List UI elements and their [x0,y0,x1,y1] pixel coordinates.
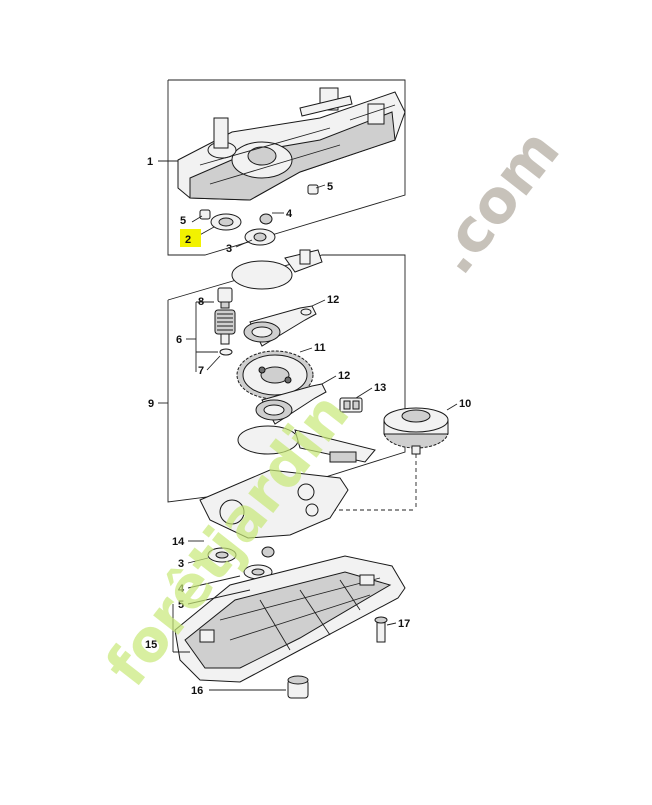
small-parts-top [199,184,319,246]
callout-8: 8 [198,296,204,308]
callout-14: 14 [172,536,185,548]
small-parts-bottom [207,546,275,580]
callout-13: 13 [374,382,386,394]
callout-12-upper: 12 [327,294,339,306]
drive-gear [332,407,449,511]
callout-2: 2 [185,234,191,246]
callout-15: 15 [145,639,157,651]
watermark-right: .com [419,116,574,287]
callout-12-lower: 12 [338,370,350,382]
crank-arm-upper [243,305,317,347]
leader-lines [158,160,458,691]
frame-group-1 [167,79,406,256]
gasket [199,469,349,539]
callout-5-left: 5 [180,215,186,227]
highlight-box [180,229,201,247]
callout-16: 16 [191,685,203,697]
callout-labels: 1 2 3 4 5 5 6 7 8 9 10 11 12 12 13 14 3 … [145,156,471,697]
callout-3-top: 3 [226,243,232,255]
callout-11: 11 [314,342,326,354]
callout-4-top: 4 [286,208,293,220]
pinion-assembly [214,287,236,356]
bottom-fasteners [287,616,388,699]
callout-6: 6 [176,334,182,346]
callout-4-bottom: 4 [178,583,185,595]
upper-housing [177,87,406,201]
callout-5-bottom: 5 [178,599,184,611]
callout-5-right: 5 [327,181,333,193]
clip-part [339,397,363,413]
callout-1: 1 [147,156,153,168]
crank-arm-lower [255,383,327,425]
large-gear [236,350,314,400]
lower-housing [174,555,406,683]
callout-3-bottom: 3 [178,558,184,570]
callout-10: 10 [459,398,471,410]
callout-9: 9 [148,398,154,410]
gear-plate-top [231,249,323,290]
callout-17: 17 [398,618,410,630]
callout-7: 7 [198,365,204,377]
gear-plate-bottom [237,425,376,463]
frame-group-9 [167,254,406,503]
